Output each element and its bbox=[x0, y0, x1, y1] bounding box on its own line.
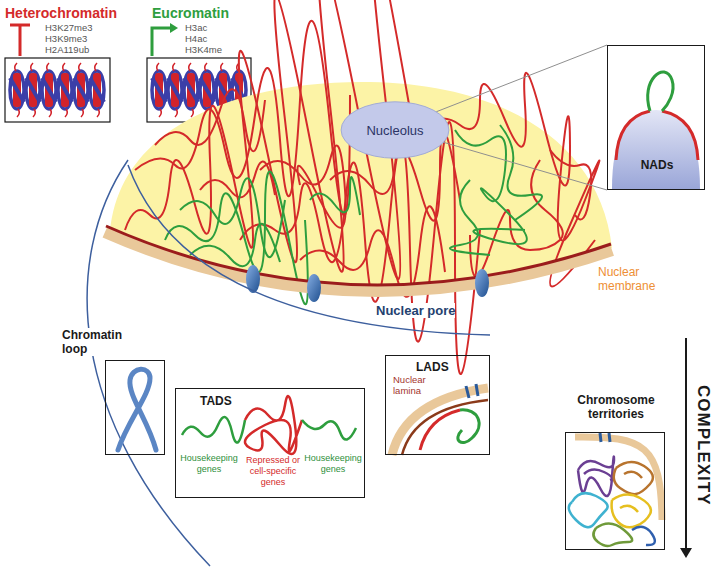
zoom-curve bbox=[87, 160, 210, 566]
territory bbox=[632, 527, 655, 545]
nuclear-lamina bbox=[402, 400, 488, 455]
detail-box: NADs bbox=[607, 45, 705, 190]
nucleosome bbox=[58, 63, 72, 117]
housekeeping-fiber bbox=[182, 417, 245, 443]
detail-title: Chromosome territories bbox=[561, 393, 671, 421]
pore-mark bbox=[466, 384, 478, 398]
euchromatin-fiber bbox=[455, 130, 527, 244]
gene-label: Housekeeping genes bbox=[179, 453, 239, 475]
nad-segment bbox=[616, 111, 698, 160]
arrow-head bbox=[680, 548, 692, 558]
detail-box: Chromatin loop bbox=[105, 360, 165, 455]
activation-arrow bbox=[152, 28, 170, 56]
gene-label: Housekeeping genes bbox=[303, 453, 363, 475]
euchromatin-fiber bbox=[310, 177, 360, 215]
nucleosome bbox=[10, 63, 24, 117]
territory bbox=[593, 523, 632, 546]
nucleolus-label: Nucleolus bbox=[340, 123, 450, 138]
lad-segment bbox=[420, 410, 460, 450]
tad-fiber bbox=[245, 396, 302, 454]
housekeeping-fiber bbox=[302, 420, 356, 440]
histone-marks: H3K27me3 H3K9me3 H2A119ub bbox=[45, 22, 101, 55]
complexity-arrow bbox=[685, 338, 687, 550]
nucleosome-box bbox=[5, 58, 110, 122]
arrow-head bbox=[170, 23, 178, 33]
detail-title: LADS bbox=[416, 360, 466, 374]
nuclear-pore bbox=[475, 269, 489, 297]
territory bbox=[612, 494, 651, 527]
territory bbox=[578, 457, 614, 496]
zoom-curve bbox=[128, 165, 490, 335]
nuclear-membrane bbox=[105, 232, 612, 291]
nucleosome bbox=[90, 63, 104, 117]
panel-title: Eucromatin bbox=[152, 5, 252, 21]
euchromatin-fiber bbox=[450, 180, 490, 255]
nucleosome bbox=[152, 63, 166, 117]
zoom-connector bbox=[436, 45, 607, 190]
chromatin-state-panel: EucromatinH3ac H4ac H3K4me bbox=[140, 3, 260, 125]
chromatin-state-panel: HeterochromatinH3K27me3 H3K9me3 H2A119ub bbox=[3, 3, 128, 125]
heterochromatin-fiber bbox=[200, 161, 275, 197]
pore-label: Nuclear pore bbox=[376, 303, 455, 318]
nucleosome bbox=[74, 63, 88, 117]
territory bbox=[569, 493, 608, 527]
nuclear-lamina-line bbox=[106, 226, 611, 285]
chromatin-loop bbox=[458, 410, 479, 443]
detail-box: TADSHousekeeping genesRepressed or cell-… bbox=[175, 388, 365, 498]
panel-title: Heterochromatin bbox=[5, 5, 127, 21]
membrane-label: Nuclear membrane bbox=[598, 265, 670, 293]
nucleosome bbox=[42, 63, 56, 117]
detail-title: Chromatin loop bbox=[62, 328, 132, 356]
heterochromatin-fiber bbox=[155, 89, 265, 151]
histone-marks: H3ac H4ac H3K4me bbox=[185, 22, 227, 55]
repression-symbol bbox=[10, 25, 30, 56]
nucleolus-dome bbox=[612, 110, 700, 189]
euchromatin-fiber bbox=[180, 178, 285, 257]
detail-title: TADS bbox=[200, 394, 260, 408]
loop-ribbon bbox=[118, 369, 156, 450]
chromatin-loop bbox=[648, 72, 673, 111]
territory bbox=[614, 462, 653, 494]
nuclear-envelope bbox=[392, 388, 488, 455]
axis-label: COMPLEXITY bbox=[693, 385, 713, 506]
heterochromatin-fiber bbox=[550, 150, 591, 220]
nuclear-pore bbox=[307, 274, 321, 302]
detail-box: Chromosome territories bbox=[565, 432, 665, 550]
nucleosome bbox=[26, 63, 40, 117]
nucleosome bbox=[184, 63, 198, 117]
detail-box: LADSNuclear lamina bbox=[385, 355, 490, 455]
pore-mark bbox=[600, 433, 610, 442]
nucleosome bbox=[168, 63, 182, 117]
euchromatin-fiber bbox=[500, 125, 542, 220]
gene-label: Repressed or cell-specific genes bbox=[245, 455, 301, 488]
part-label: Nuclear lamina bbox=[393, 374, 441, 396]
detail-title: NADs bbox=[608, 158, 706, 172]
nucleolus-ellipse: Nucleolus bbox=[340, 100, 450, 160]
